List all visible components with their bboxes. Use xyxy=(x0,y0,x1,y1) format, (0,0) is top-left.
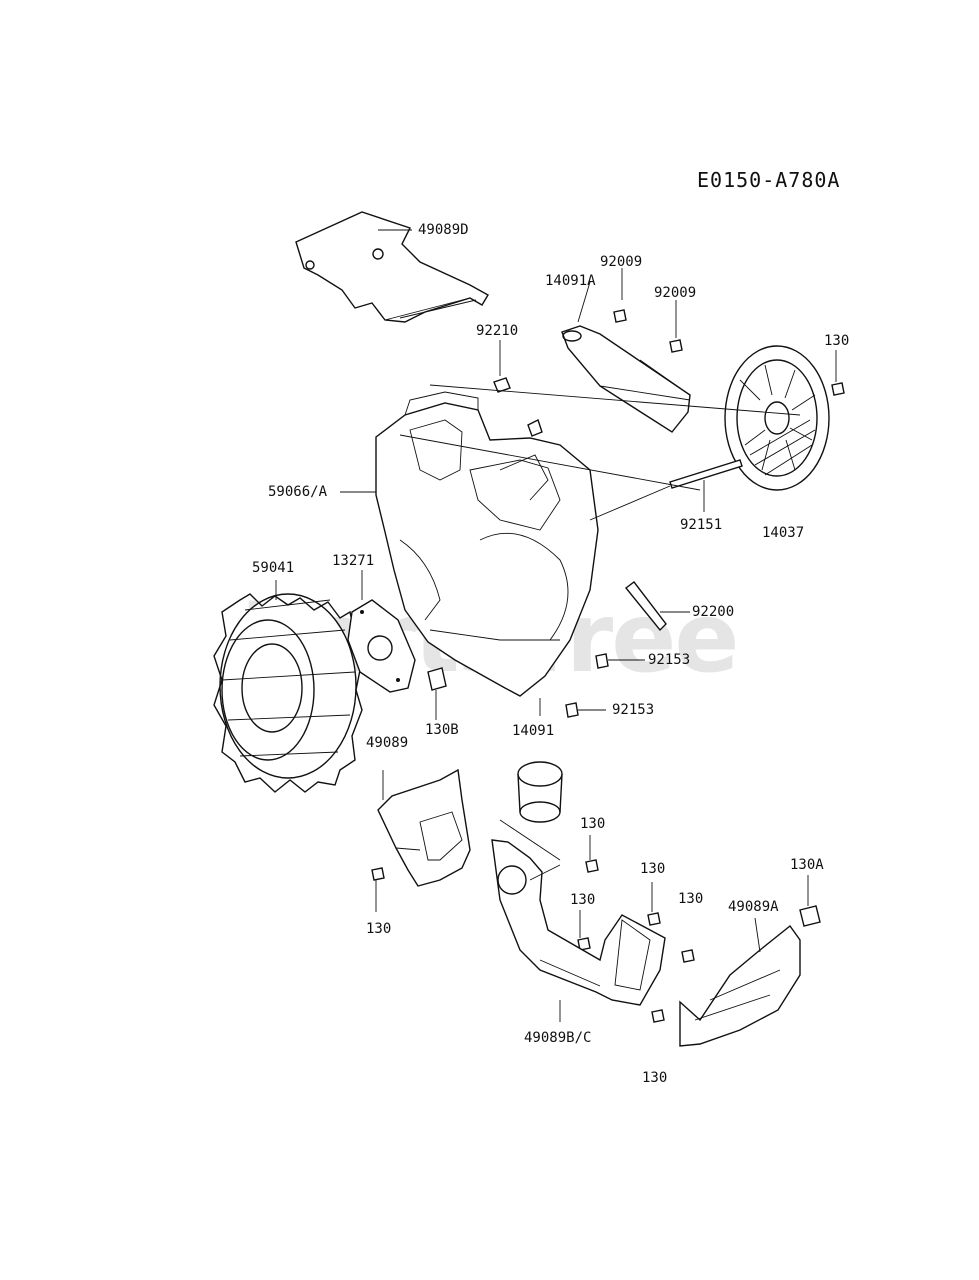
label-130-top: 130 xyxy=(824,333,850,349)
bracket-49089bc xyxy=(491,761,666,1006)
label-130a: 130A xyxy=(790,857,824,873)
label-49089d: 49089D xyxy=(418,222,469,238)
cover-plate-49089d xyxy=(295,211,489,323)
label-92210: 92210 xyxy=(476,323,519,339)
label-49089: 49089 xyxy=(366,735,409,751)
label-92009-a: 92009 xyxy=(600,254,643,270)
label-92151: 92151 xyxy=(680,517,723,533)
label-13271: 13271 xyxy=(332,553,375,569)
label-92153-a: 92153 xyxy=(648,652,691,668)
label-59066a: 59066/A xyxy=(268,484,328,500)
label-49089a: 49089A xyxy=(728,899,779,915)
label-14091: 14091 xyxy=(512,723,555,739)
bolts xyxy=(371,309,845,1023)
label-14037: 14037 xyxy=(762,525,805,541)
label-130-c: 130 xyxy=(580,816,606,832)
label-92153-b: 92153 xyxy=(612,702,655,718)
bracket-14091a xyxy=(561,325,691,433)
label-59041: 59041 xyxy=(252,560,295,576)
leader-lines xyxy=(275,229,837,1022)
label-130-left: 130 xyxy=(366,921,392,937)
pin-92200 xyxy=(624,581,667,632)
screen-14037 xyxy=(724,345,830,491)
cover-49089a xyxy=(679,924,801,1047)
flywheel-59041 xyxy=(213,593,363,793)
label-49089bc: 49089B/C xyxy=(524,1030,592,1046)
label-130-e: 130 xyxy=(678,891,704,907)
label-92009-b: 92009 xyxy=(654,285,697,301)
diagram-code: E0150-A780A xyxy=(697,168,841,192)
cover-49089 xyxy=(377,768,471,887)
label-92200: 92200 xyxy=(692,604,735,620)
label-130b: 130B xyxy=(425,722,459,738)
plate-13271 xyxy=(347,599,416,693)
label-130-bottom: 130 xyxy=(642,1070,668,1086)
blower-shroud-59066a xyxy=(375,391,599,697)
label-130-d: 130 xyxy=(640,861,666,877)
label-14091a: 14091A xyxy=(545,273,596,289)
rod-92151 xyxy=(589,459,743,521)
label-130-f: 130 xyxy=(570,892,596,908)
